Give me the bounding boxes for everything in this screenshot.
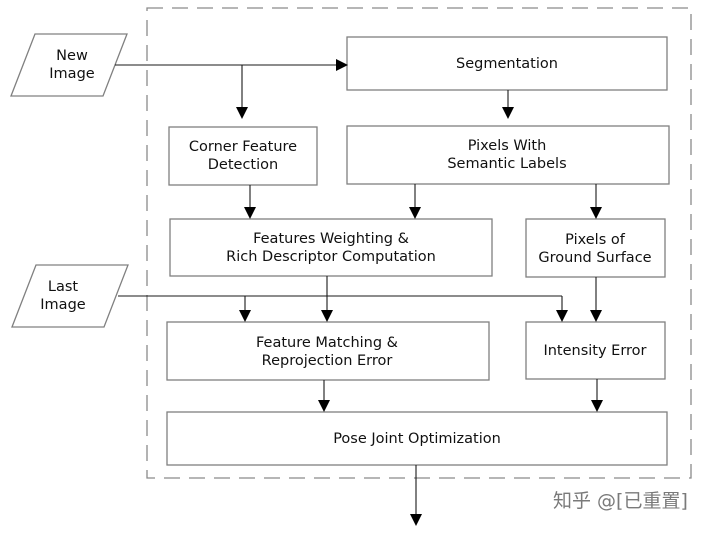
arrowheads bbox=[236, 59, 603, 526]
pose-joint-optimization-node: Pose Joint Optimization bbox=[166, 411, 668, 466]
intensity-error-node: Intensity Error bbox=[525, 321, 666, 380]
arrow-last-to-intensity bbox=[556, 310, 568, 322]
pose-joint-optimization-label: Pose Joint Optimization bbox=[333, 431, 501, 447]
feature-matching-label-line2: Reprojection Error bbox=[262, 353, 393, 369]
system-boundary bbox=[146, 7, 692, 479]
features-weighting-label-line1: Features Weighting & bbox=[253, 231, 409, 247]
arrow-corner-to-weighting bbox=[244, 207, 256, 219]
corner-feature-detection-label-line1: Corner Feature bbox=[189, 139, 297, 155]
pixels-ground-surface-node: Pixels of Ground Surface bbox=[525, 218, 666, 278]
pixels-semantic-labels-label-line2: Semantic Labels bbox=[447, 156, 566, 172]
feature-matching-node: Feature Matching & Reprojection Error bbox=[166, 321, 490, 381]
pixels-semantic-labels-label-line1: Pixels With bbox=[468, 138, 547, 154]
pixels-ground-surface-label-line1: Pixels of bbox=[565, 232, 626, 248]
feature-matching-label-line1: Feature Matching & bbox=[256, 335, 398, 351]
new-image-label-line2: Image bbox=[49, 66, 94, 82]
intensity-error-label: Intensity Error bbox=[543, 343, 646, 359]
corner-feature-detection-node: Corner Feature Detection bbox=[168, 126, 318, 186]
connectors bbox=[115, 64, 598, 514]
features-weighting-label-line2: Rich Descriptor Computation bbox=[226, 249, 436, 265]
arrow-ground-to-intensity bbox=[590, 310, 602, 322]
arrow-intensity-to-pose bbox=[591, 400, 603, 412]
last-image-label-line1: Last bbox=[48, 279, 79, 295]
arrow-weighting-to-matching bbox=[321, 310, 333, 322]
arrow-to-segmentation bbox=[336, 59, 348, 71]
new-image-label-line1: New bbox=[56, 48, 88, 64]
arrow-semantic-to-weighting bbox=[409, 207, 421, 219]
new-image-input: New Image bbox=[10, 33, 128, 97]
arrow-semantic-to-ground bbox=[590, 207, 602, 219]
features-weighting-node: Features Weighting & Rich Descriptor Com… bbox=[169, 218, 493, 277]
watermark-text: 知乎 @[已重置] bbox=[553, 490, 688, 512]
segmentation-label: Segmentation bbox=[456, 56, 558, 72]
pixels-semantic-labels-node: Pixels With Semantic Labels bbox=[346, 125, 670, 185]
arrow-output bbox=[410, 514, 422, 526]
segmentation-node: Segmentation bbox=[346, 36, 668, 91]
last-image-input: Last Image bbox=[11, 264, 129, 328]
arrow-matching-to-pose bbox=[318, 400, 330, 412]
last-image-label-line2: Image bbox=[40, 297, 85, 313]
arrow-to-corner-detection bbox=[236, 107, 248, 119]
corner-feature-detection-label-line2: Detection bbox=[208, 157, 278, 173]
arrow-to-semantic-pixels bbox=[502, 107, 514, 119]
pixels-ground-surface-label-line2: Ground Surface bbox=[538, 250, 651, 266]
arrow-last-to-matching bbox=[239, 310, 251, 322]
